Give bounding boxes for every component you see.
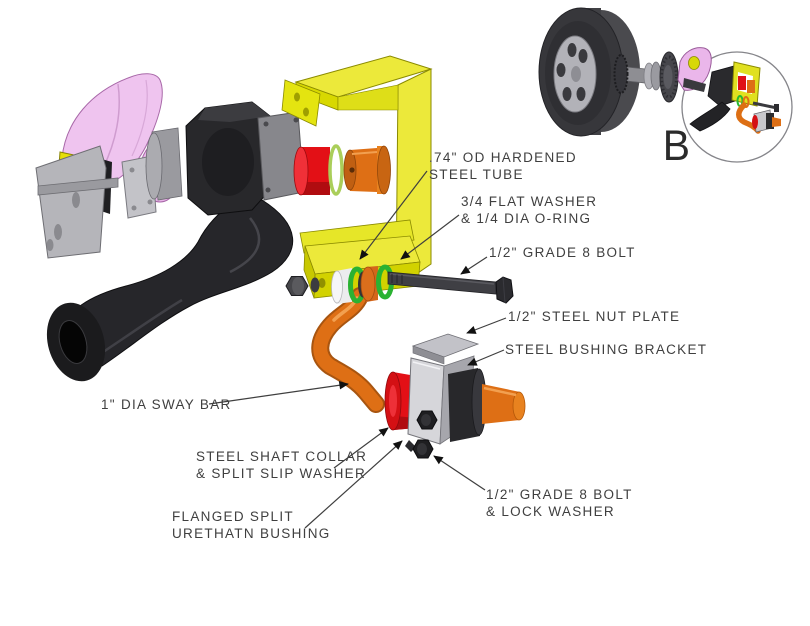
sway-bar-part <box>311 287 385 413</box>
oring-upper <box>328 144 344 196</box>
detail-circle <box>681 51 793 163</box>
leader-grade8-bolt-lock <box>433 455 486 491</box>
lock-bolt-upper <box>416 410 438 430</box>
callout-bushing-bracket: STEEL BUSHING BRACKET <box>505 342 708 357</box>
wheel <box>538 7 640 137</box>
leader-grade8-bolt <box>460 256 488 275</box>
callout-flat-washer: 3/4 FLAT WASHER & 1/4 DIA O-RING <box>461 194 598 226</box>
callout-grade8-bolt-lock: 1/2" GRADE 8 BOLT & LOCK WASHER <box>486 487 633 519</box>
black-arm <box>57 199 294 367</box>
callout-sway-bar: 1" DIA SWAY BAR <box>101 397 232 412</box>
leader-steel-tube <box>359 170 428 260</box>
callout-shaft-collar: STEEL SHAFT COLLAR & SPLIT SLIP WASHER <box>196 449 368 481</box>
callout-flanged-bushing: FLANGED SPLIT URETHATN BUSHING <box>172 509 331 541</box>
mount-plate <box>35 145 107 259</box>
lock-bolt-lower <box>405 439 434 459</box>
callout-nut-plate: 1/2" STEEL NUT PLATE <box>508 309 681 324</box>
upper-bushing-stack <box>293 144 391 196</box>
lower-bushing-assembly <box>384 333 526 459</box>
steel-tube-end <box>331 270 343 304</box>
leader-nut-plate <box>466 317 507 334</box>
leader-flanged-bushing <box>304 440 403 529</box>
view-label-b: B <box>662 122 690 170</box>
flat-washer-part <box>360 266 376 302</box>
nut-plate-part <box>411 333 480 365</box>
knuckle-assembly <box>46 101 305 382</box>
leader-bushing-bracket <box>467 349 505 366</box>
leader-shaft-collar <box>333 427 389 469</box>
callout-steel-tube: .74" OD HARDENED STEEL TUBE <box>429 150 577 182</box>
washer-stack <box>285 264 394 304</box>
through-bolt <box>37 177 119 196</box>
callout-grade8-bolt: 1/2" GRADE 8 BOLT <box>489 245 636 260</box>
leader-flat-washer <box>400 214 460 260</box>
sway-bar-right-stub <box>482 384 526 424</box>
shaft-collar-part <box>448 368 487 442</box>
leader-lines <box>208 170 507 529</box>
axle-assembly <box>613 51 679 103</box>
hardened-steel-tube-part <box>343 145 391 195</box>
grade8-bolt-part <box>387 271 514 304</box>
assembled-view-inset <box>538 7 793 163</box>
bracket-left-tab <box>281 79 321 127</box>
mini-assembly <box>677 47 781 134</box>
leader-sway-bar <box>208 381 349 405</box>
